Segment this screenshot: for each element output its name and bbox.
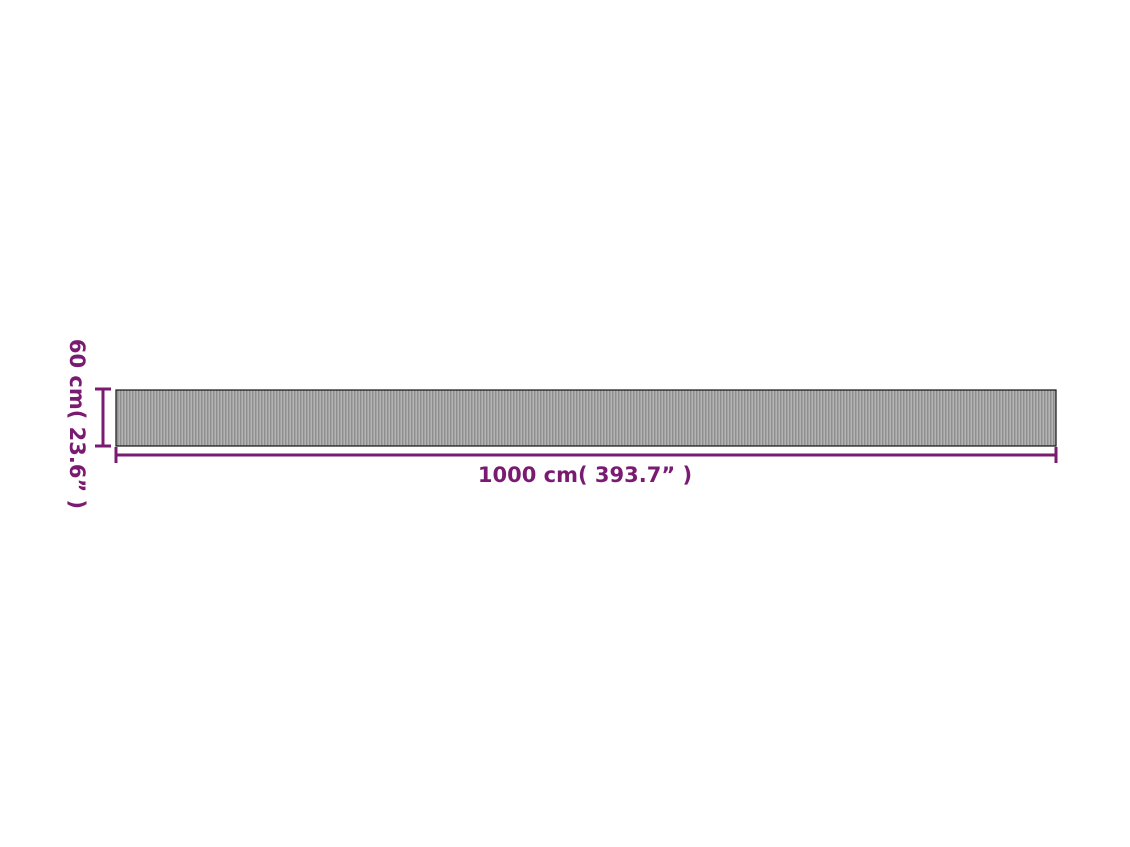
width-dimension [114, 447, 1058, 463]
rug-shape [115, 389, 1057, 447]
height-dimension-label: 60 cm( 23.6” ) [65, 339, 89, 509]
height-dimension [95, 387, 111, 448]
width-dimension-label: 1000 cm( 393.7” ) [478, 463, 692, 487]
